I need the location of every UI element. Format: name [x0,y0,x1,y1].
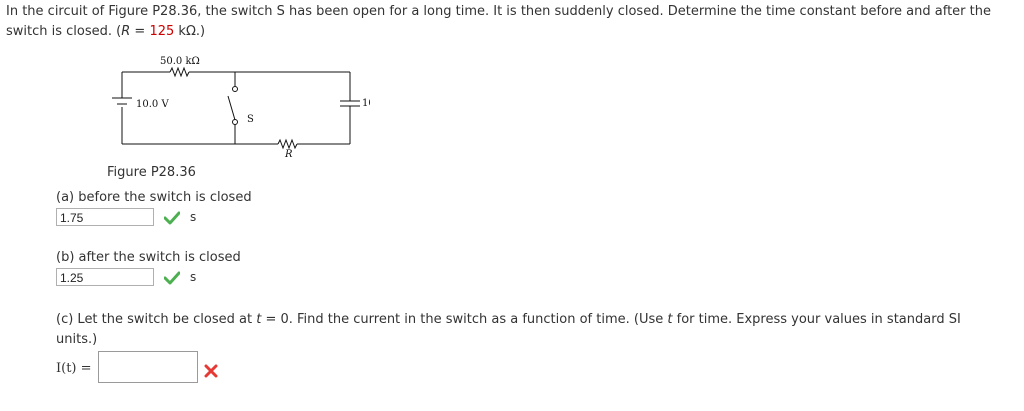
part-b-unit: s [190,270,197,284]
part-a-label: (a) before the switch is closed [56,190,252,205]
capacitor-label: 10.0 μF [362,98,370,109]
resistor-50k-label: 50.0 kΩ [160,56,200,67]
part-c-text-2: = 0. Find the current in the switch as a… [261,312,668,327]
current-label: I(t) = [56,361,92,376]
part-b-answer-field[interactable]: 1.25 [56,268,154,286]
correct-check-icon [164,271,180,285]
r-symbol: R [121,24,131,39]
equals-sign: = [130,24,150,39]
part-c-text: (c) Let the switch be closed at t = 0. F… [56,310,996,350]
current-answer-field[interactable] [98,351,198,383]
r-unit: kΩ.) [174,24,206,39]
correct-check-icon [164,211,180,225]
figure-caption: Figure P28.36 [107,165,196,180]
circuit-diagram: 50.0 kΩ 10.0 V S 10.0 μF R [112,56,370,160]
question-prefix: In the circuit of Figure P28.36, the swi… [6,4,991,39]
r-value: 125 [149,24,175,39]
part-a-answer-field[interactable]: 1.75 [56,208,154,226]
switch-label: S [247,114,254,125]
resistor-r-label: R [284,149,293,160]
part-c-text-3: for time. Express your values in standar… [56,312,961,347]
part-a-unit: s [190,210,197,224]
part-b-label: (b) after the switch is closed [56,250,241,265]
question-text: In the circuit of Figure P28.36, the swi… [6,2,1018,42]
t-symbol: t [667,312,673,327]
part-c-text-1: (c) Let the switch be closed at [56,312,257,327]
incorrect-x-icon [204,364,218,378]
battery-label: 10.0 V [136,99,169,110]
t-symbol: t [256,312,262,327]
